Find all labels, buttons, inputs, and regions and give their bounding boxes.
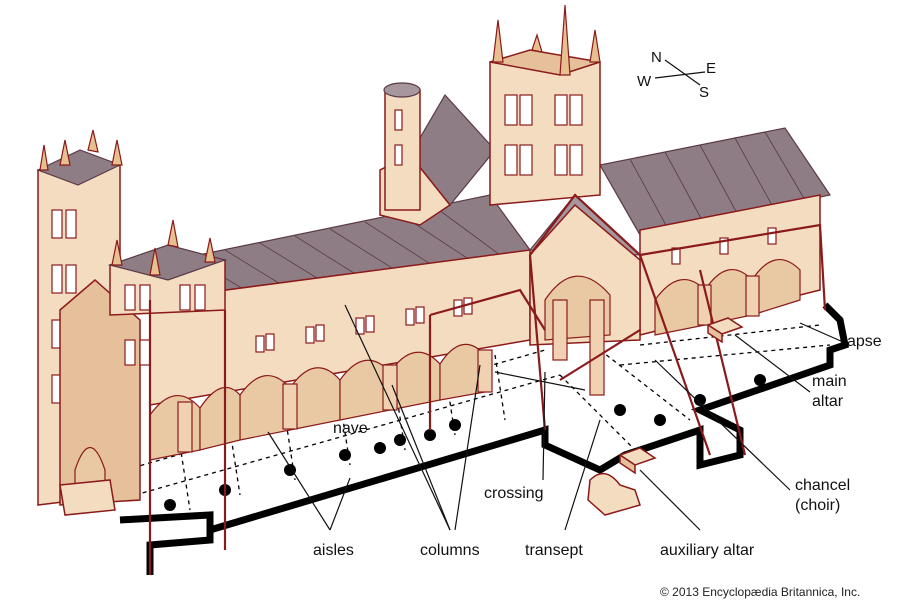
leader-lines (267, 304, 844, 531)
compass-west: W (637, 73, 652, 90)
label-apse: apse (847, 333, 882, 350)
label-crossing: crossing (484, 485, 544, 502)
label-aisles: aisles (313, 542, 354, 559)
label-chancel: chancel (795, 477, 850, 494)
cutaway-frames (148, 193, 827, 575)
compass-south: S (699, 84, 709, 101)
label-auxiliary-altar: auxiliary altar (660, 542, 755, 559)
compass-north: N (651, 49, 662, 66)
stair-turret (383, 82, 421, 211)
west-front (36, 129, 228, 516)
auxiliary-altar-block (587, 447, 657, 516)
crossing-tower (489, 4, 601, 206)
label-main-altar-line2: altar (812, 393, 844, 410)
label-nave: nave (333, 420, 368, 437)
chancel-roof (599, 127, 831, 236)
main-altar-block (706, 317, 744, 344)
label-columns: columns (420, 542, 480, 559)
compass-rose: N E W S (637, 49, 716, 101)
south-transept (528, 194, 642, 396)
copyright-credit: © 2013 Encyclopædia Britannica, Inc. (660, 585, 860, 599)
label-choir: (choir) (795, 497, 840, 514)
label-main-altar-line1: main (812, 373, 847, 390)
compass-east: E (706, 60, 716, 77)
nave-wall (149, 249, 531, 461)
label-transept: transept (525, 542, 583, 559)
